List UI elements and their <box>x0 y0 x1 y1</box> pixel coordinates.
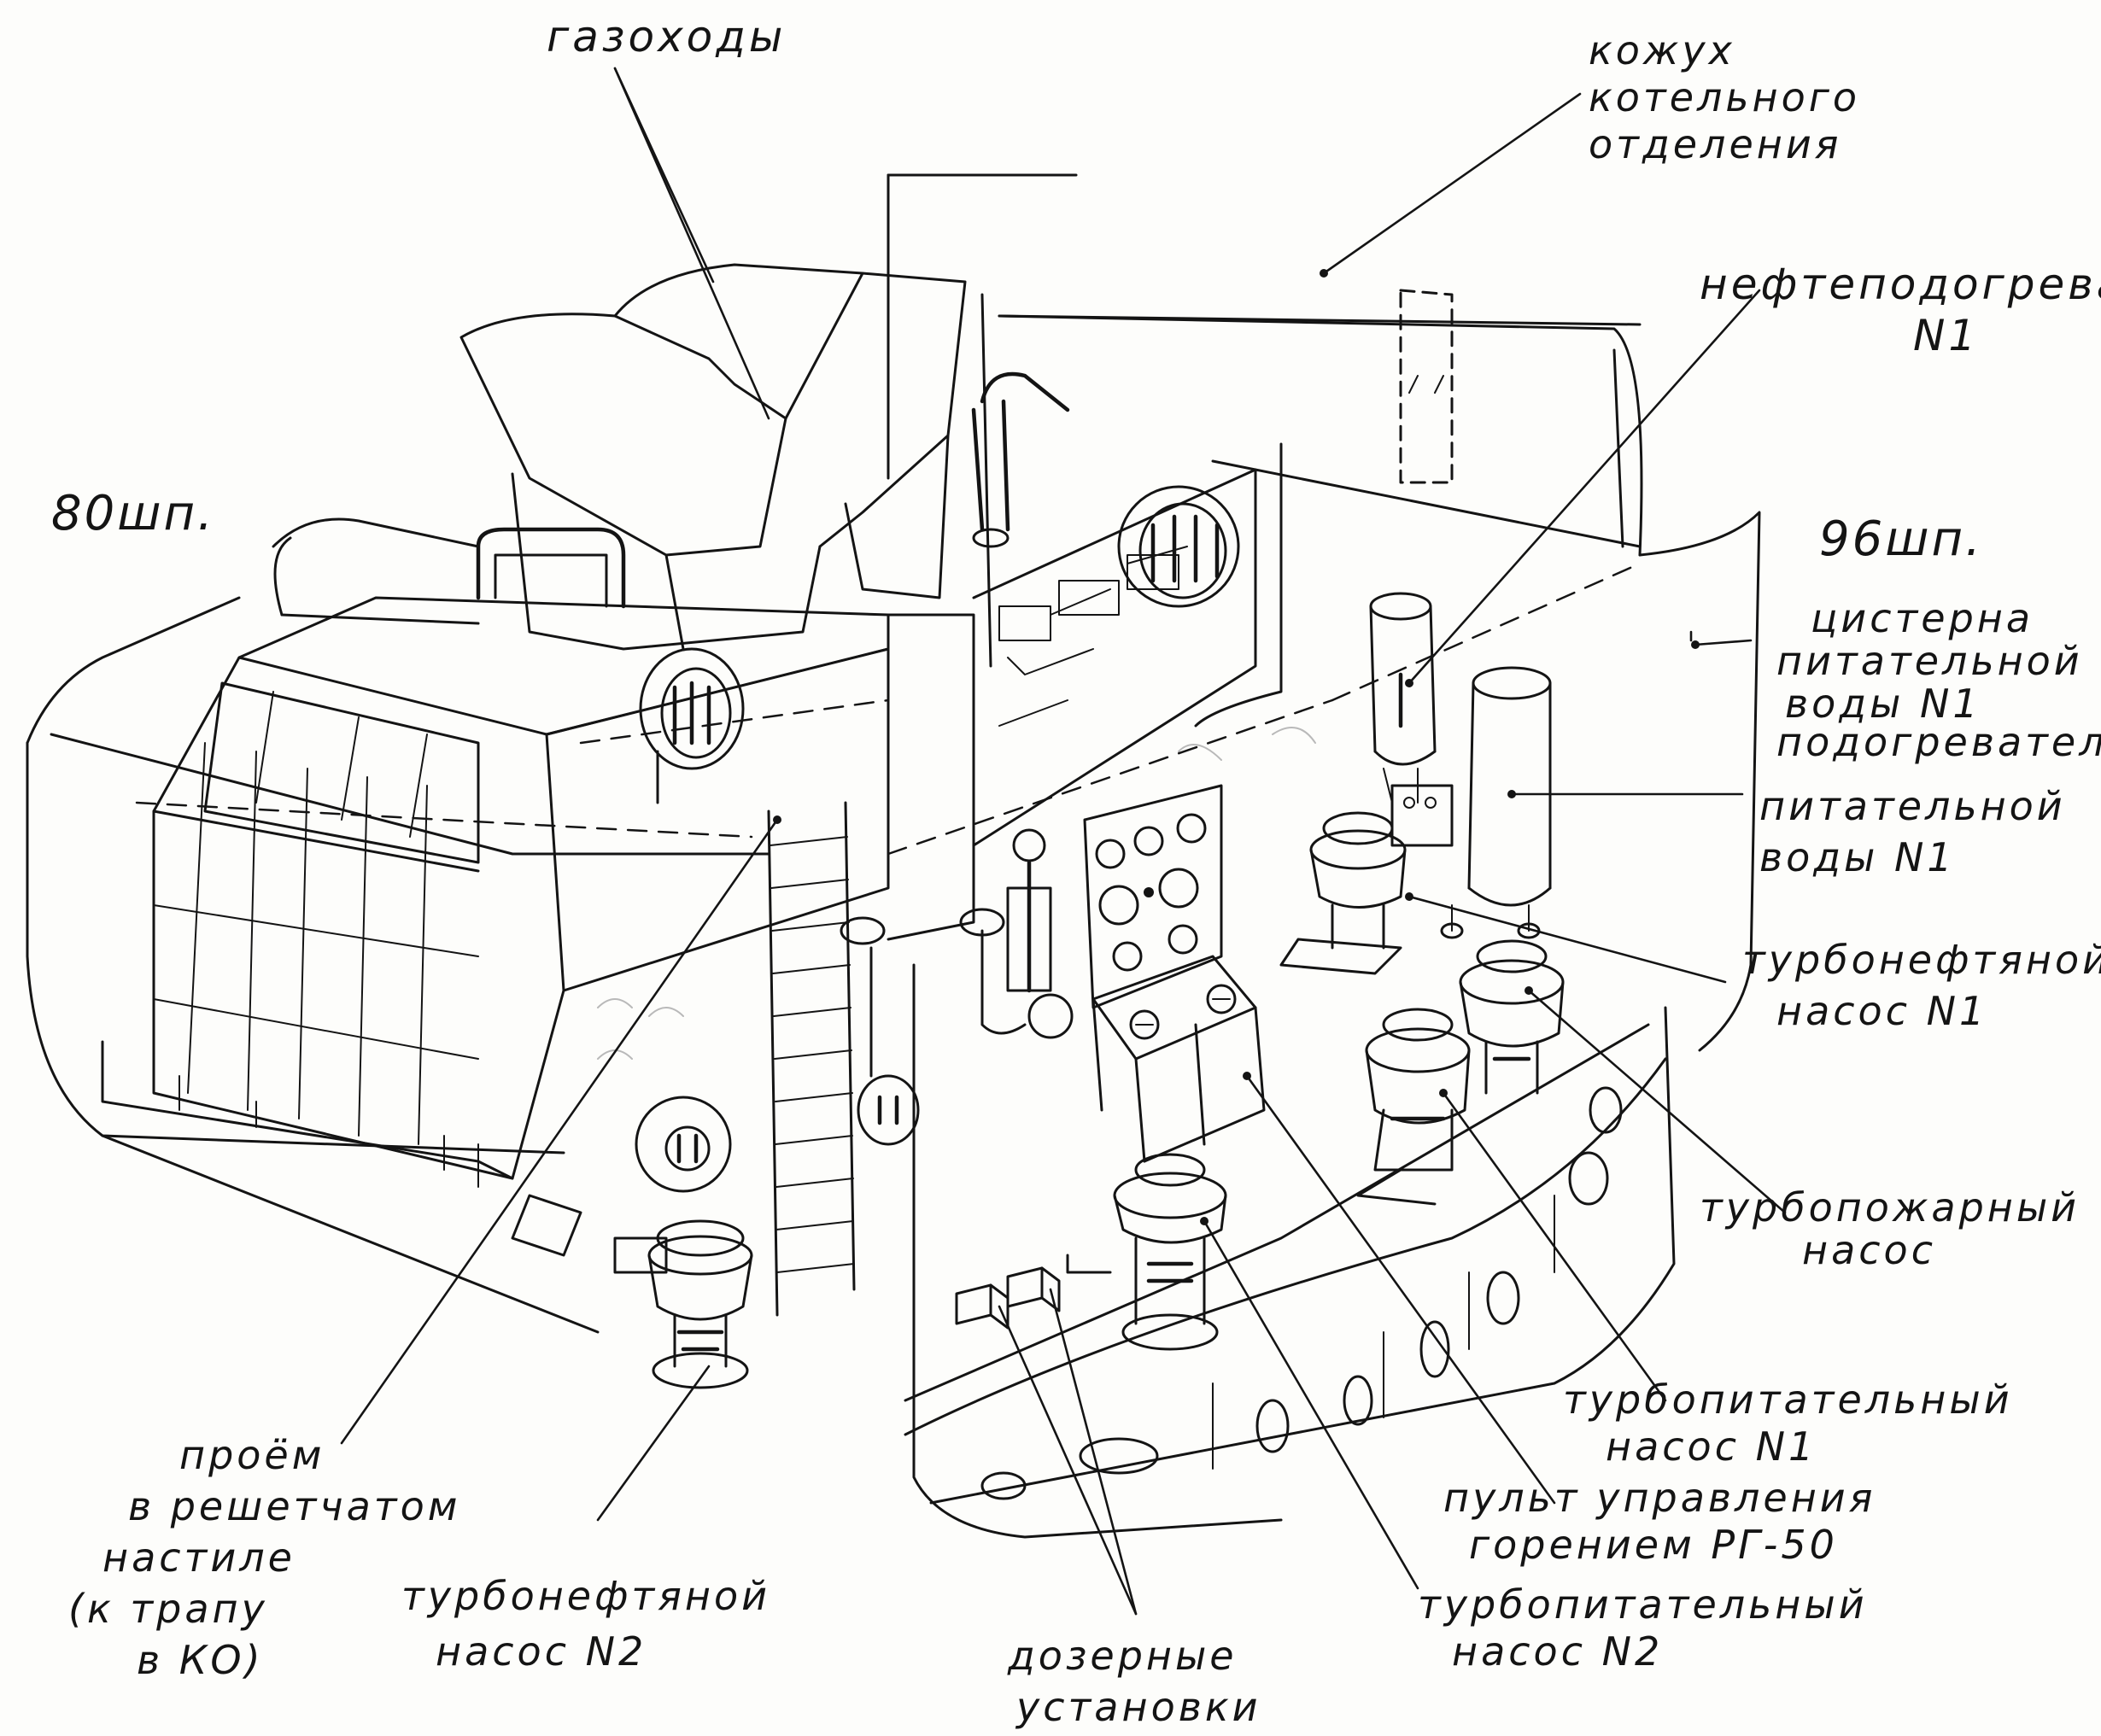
annotation-labels: газоходы кожух котельного отделения нефт… <box>51 12 2101 1730</box>
turbo-oil-pump-2 <box>613 1219 753 1389</box>
feed-water-heater-1 <box>1440 666 1552 939</box>
faint-background <box>597 727 1316 1060</box>
label-feed-heater-3: воды N1 <box>1759 834 1956 880</box>
label-oil-heater-2: N1 <box>1913 311 1979 360</box>
label-panel-1: пульт управления <box>1443 1475 1876 1521</box>
label-panel-2: горением РГ-50 <box>1469 1522 1838 1568</box>
frame-80: 80шп. <box>51 486 215 541</box>
turbo-feed-pump-2 <box>1066 1153 1227 1351</box>
label-opening-3: настиле <box>102 1534 296 1581</box>
label-feed-pump-1-b: насос N1 <box>1606 1423 1817 1470</box>
label-opening-1: проём <box>179 1432 325 1478</box>
label-feed-tank-1: цистерна <box>1811 595 2034 641</box>
turbo-feed-pump-1 <box>1356 1008 1471 1206</box>
gas-ducts <box>459 263 1070 651</box>
control-panel <box>1083 784 1266 1163</box>
label-opening-5: в КО) <box>137 1637 264 1683</box>
label-feed-pump-1-a: турбопитательный <box>1563 1377 2013 1423</box>
label-gas-ducts: газоходы <box>547 12 786 61</box>
pump-icon <box>635 1074 920 1193</box>
boiler <box>101 468 1257 1257</box>
label-feed-heater-2: питательной <box>1759 783 2066 829</box>
dosing-units <box>955 1266 1061 1330</box>
ladder-icon <box>767 801 856 1317</box>
label-opening-2: в решетчатом <box>128 1483 460 1529</box>
valve-icon <box>840 828 1074 1078</box>
label-oil-heater-1: нефтеподогреватель <box>1700 260 2101 309</box>
label-dosing-1: дозерные <box>1007 1633 1238 1679</box>
burner-left <box>639 647 745 804</box>
label-feed-pump-2-a: турбопитательный <box>1418 1581 1868 1628</box>
label-oil-pump-1-b: насос N1 <box>1776 988 1987 1034</box>
boiler-room-casing <box>980 289 1642 668</box>
oil-heater-1 <box>1369 592 1454 847</box>
label-oil-pump-2-a: турбонефтяной <box>401 1573 770 1619</box>
leader-lines <box>340 67 1787 1616</box>
burner-right <box>1117 485 1240 608</box>
label-feed-tank-2: питательной <box>1776 638 2083 684</box>
lightening-holes <box>980 1086 1623 1500</box>
label-oil-pump-1-a: турбонефтяной <box>1742 937 2101 983</box>
label-fire-pump-1: турбопожарный <box>1700 1184 2080 1230</box>
turbo-oil-pump-1 <box>1279 811 1407 975</box>
hull-outline <box>26 173 1761 1539</box>
label-oil-pump-2-b: насос N2 <box>436 1628 647 1675</box>
label-opening-4: (к трапу <box>68 1586 268 1632</box>
label-feed-heater-1: подогреватель <box>1776 719 2101 765</box>
label-dosing-2: установки <box>1015 1684 1261 1730</box>
frame-96: 96шп. <box>1819 511 1983 567</box>
label-casing-2: котельного <box>1589 74 1860 120</box>
label-casing-1: кожух <box>1589 27 1735 73</box>
label-feed-pump-2-b: насос N2 <box>1452 1628 1663 1675</box>
label-fire-pump-2: насос <box>1802 1227 1936 1273</box>
label-feed-tank-3: воды N1 <box>1785 681 1981 727</box>
turbo-fire-pump <box>1459 939 1565 1095</box>
hidden-lines <box>135 562 1642 856</box>
label-casing-3: отделения <box>1589 121 1841 167</box>
